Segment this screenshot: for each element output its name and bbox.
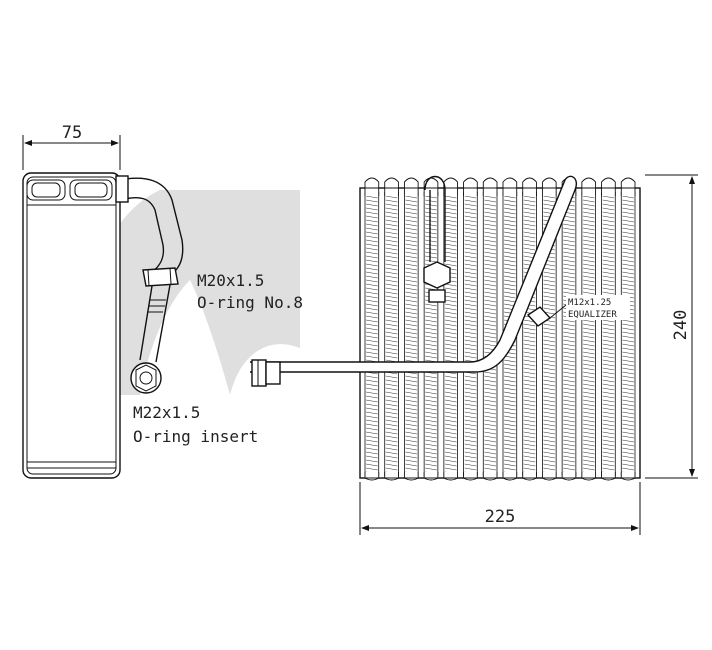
lower-fitting-nut [130, 362, 162, 394]
front-view [250, 175, 641, 481]
upper-fitting-nut [142, 267, 179, 287]
side-view-body [22, 172, 121, 479]
equalizer-thread-label: M12x1.25 [568, 298, 611, 308]
outlet-pipe [250, 175, 577, 373]
dimension-width-front: 225 [359, 482, 641, 535]
dimension-height-front: 240 [645, 174, 698, 479]
lower-fitting-oring-label: O-ring insert [133, 427, 258, 446]
lower-fitting-thread-label: M22x1.5 [133, 403, 200, 422]
inlet-hex-fitting [423, 261, 451, 289]
outlet-pipe-end [251, 359, 267, 387]
dimension-label-75: 75 [62, 123, 82, 143]
inlet-tube [424, 175, 446, 262]
dimension-label-240: 240 [671, 310, 691, 341]
equalizer-name-label: EQUALIZER [568, 310, 617, 320]
side-pipe-upper [119, 177, 184, 276]
dimension-label-225: 225 [485, 507, 516, 527]
side-pipe-lower [139, 284, 171, 363]
equalizer-callout: M12x1.25 EQUALIZER [566, 295, 630, 320]
upper-fitting-thread-label: M20x1.5 [197, 271, 264, 290]
front-view-core [359, 187, 641, 479]
dimension-width-side: 75 [22, 123, 121, 170]
side-view [22, 172, 184, 479]
upper-fitting-oring-label: O-ring No.8 [197, 293, 303, 312]
